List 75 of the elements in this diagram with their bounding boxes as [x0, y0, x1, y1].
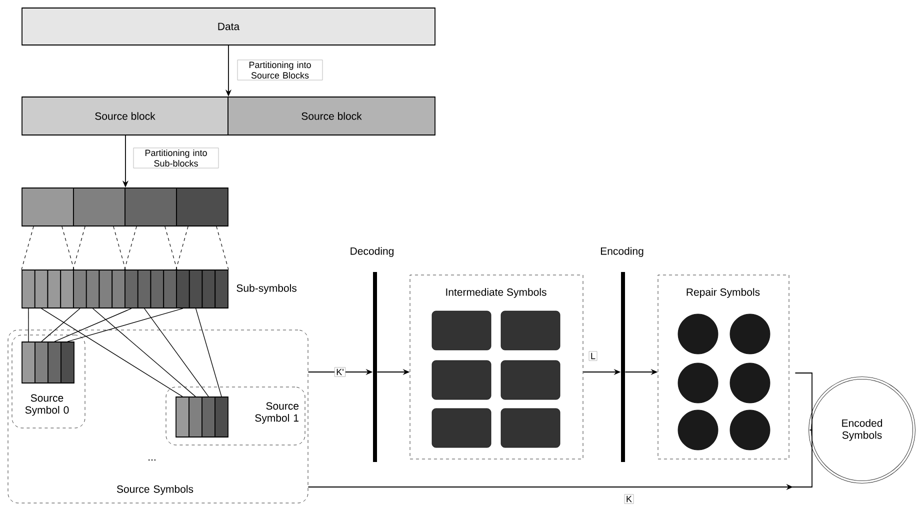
connector-line [92, 308, 196, 397]
zoom-line [72, 226, 86, 270]
edge-label: Partitioning into Source Blocks [237, 60, 323, 80]
sub-symbol-cell [202, 270, 216, 308]
connector-line [794, 372, 812, 430]
connector-line [40, 308, 183, 397]
sub-symbol-cell [73, 270, 87, 308]
edge-label: K [624, 494, 634, 504]
sub-symbol-cell [86, 270, 100, 308]
zoom-line [113, 226, 126, 270]
dot [730, 314, 770, 354]
sub-block-cell [73, 188, 126, 226]
panel: Intermediate Symbols [410, 274, 584, 460]
dot [678, 362, 718, 404]
edge-label: L [588, 351, 598, 361]
symbol-cell [22, 342, 36, 384]
rounded-block [432, 360, 492, 400]
edge-label: K' [334, 367, 346, 377]
sub-block-cell [176, 188, 228, 226]
sub-symbol-cell [150, 270, 164, 308]
dot [730, 362, 770, 404]
block-box: Source block [228, 96, 436, 136]
block-box: Source block [22, 96, 228, 136]
sub-symbol-cell [176, 270, 190, 308]
connector-line [54, 308, 132, 342]
zoom-line [164, 226, 178, 270]
symbol-cell [34, 342, 48, 384]
rounded-block [500, 360, 560, 400]
connector-line [28, 308, 29, 342]
node-label: Encoding [600, 247, 644, 257]
sub-symbol-cell [163, 270, 177, 308]
sub-symbol-cell [22, 270, 36, 308]
sub-block-cell [124, 188, 177, 226]
bar: Decoding [350, 247, 394, 462]
dot [730, 410, 770, 450]
rounded-block [432, 310, 492, 350]
connector-line [41, 308, 80, 342]
rounded-block [500, 310, 560, 350]
symbol-cell [202, 396, 216, 438]
symbol-cell [48, 342, 62, 384]
symbol-cell [188, 396, 202, 438]
zoom-line [124, 226, 137, 270]
sub-symbol-cell [214, 270, 228, 308]
sub-symbol-cell [124, 270, 138, 308]
group-outline: Source Symbol 0 [12, 334, 86, 428]
zoom-line [62, 226, 74, 270]
sub-block-cell [22, 188, 74, 226]
symbol-cell [176, 396, 190, 438]
rounded-block [500, 408, 560, 448]
node-label: Decoding [350, 247, 394, 257]
dot [678, 410, 718, 450]
ellipsis: ... [148, 459, 156, 461]
connector-line [195, 308, 222, 397]
connector-line [144, 308, 209, 397]
sub-symbol-cell [34, 270, 48, 308]
connector-line [67, 308, 184, 342]
sub-symbol-cell [137, 270, 152, 308]
sub-symbol-cell [112, 270, 126, 308]
edge-label: Partitioning into Sub-blocks [133, 148, 219, 168]
group-outline: Source Symbol 1 [166, 386, 306, 446]
sub-symbol-cell [98, 270, 113, 308]
side-label: Sub-symbols [236, 284, 296, 294]
sub-symbol-cell [188, 270, 203, 308]
rounded-block [432, 408, 492, 448]
sub-symbol-cell [60, 270, 74, 308]
panel: Repair Symbols [658, 274, 790, 460]
symbol-cell [214, 396, 228, 438]
zoom-line [216, 226, 229, 270]
zoom-line [176, 226, 188, 270]
zoom-line [21, 226, 34, 270]
symbol-cell [60, 342, 74, 384]
dot [678, 314, 718, 354]
data-box: Data [22, 8, 436, 46]
sub-symbol-cell [47, 270, 62, 308]
bar: Encoding [600, 247, 644, 462]
